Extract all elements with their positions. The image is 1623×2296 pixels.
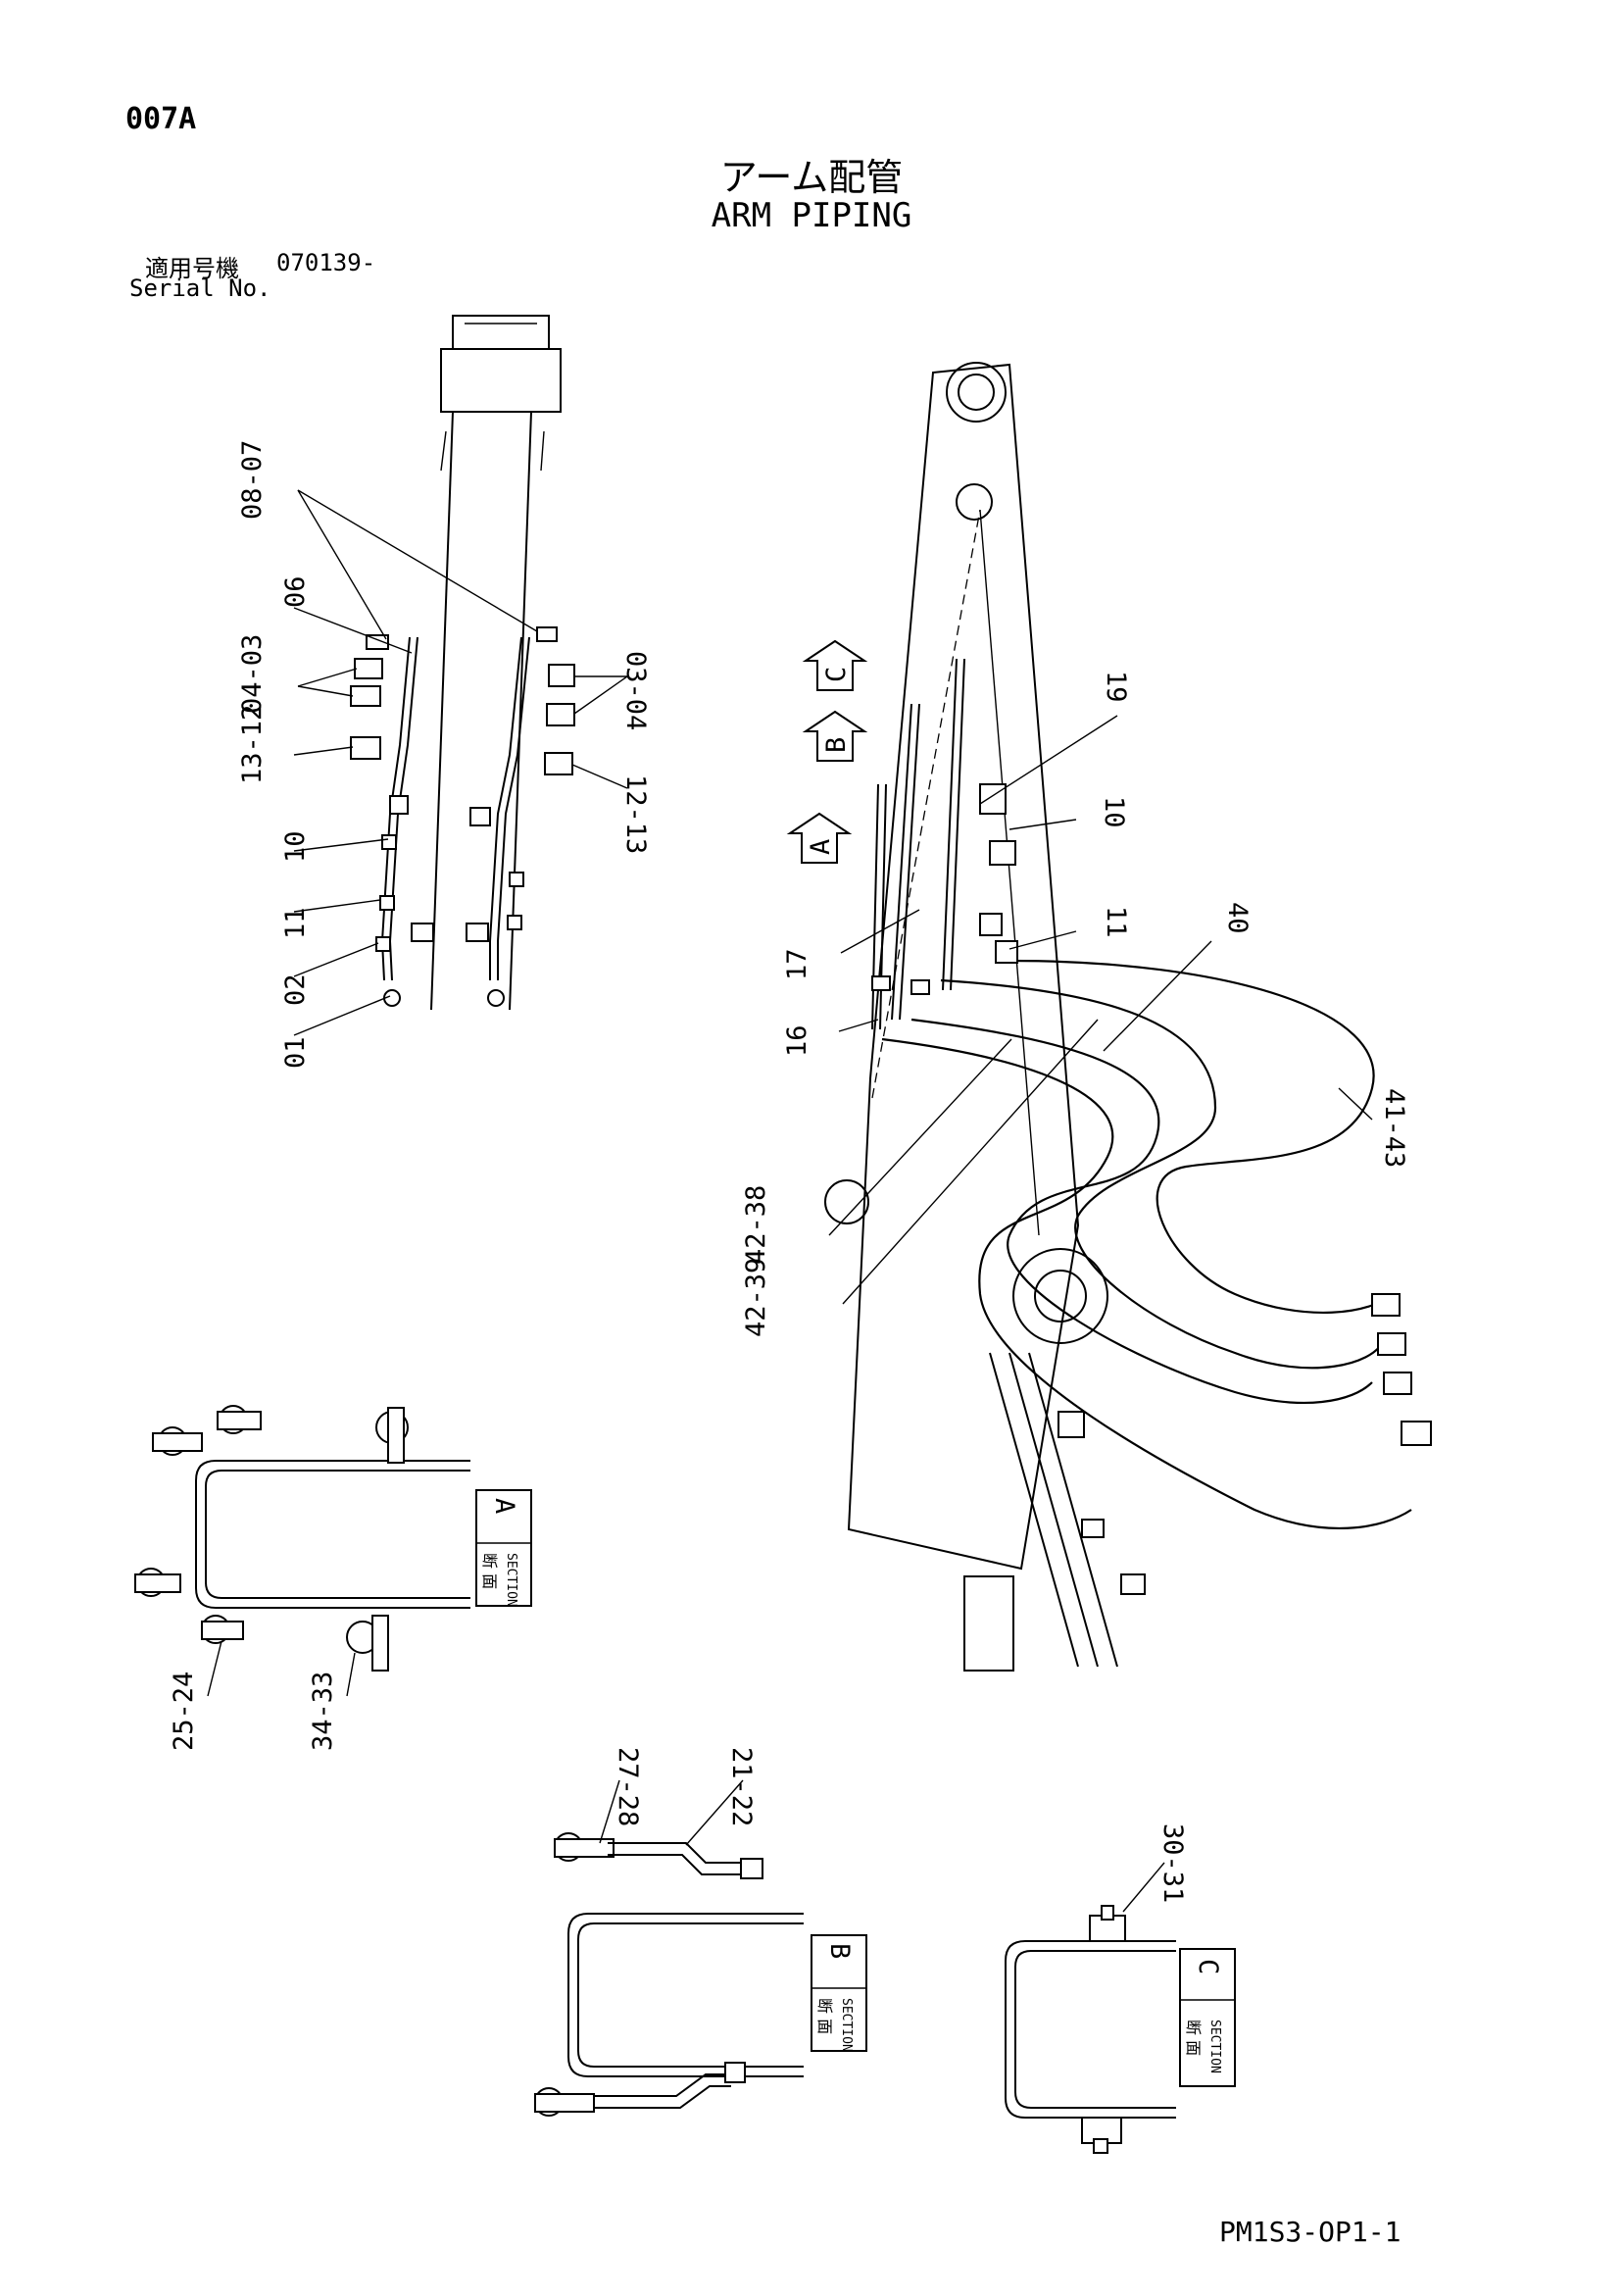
section-c-word-en: SECTION	[1207, 2020, 1222, 2073]
callout-03-04: 03-04	[620, 651, 651, 730]
page-code: 007A	[125, 102, 197, 136]
serial-value: 070139-	[276, 249, 376, 276]
section-b-letter: B	[824, 1943, 855, 1959]
callouts-section-a: 25-24 34-33	[169, 1672, 338, 1751]
callout-04-03: 04-03	[237, 634, 268, 714]
section-c-letter: C	[1193, 1959, 1223, 1974]
view-arrow-c: C	[802, 639, 868, 691]
callout-40: 40	[1222, 902, 1253, 934]
callouts-upper-left: 08-07 06 04-03 13-12 10 11 02 01 03-04 1…	[237, 440, 651, 1069]
callout-10: 10	[280, 830, 311, 863]
title-japanese: アーム配管	[719, 156, 904, 199]
section-a-word-jp: 断 面	[480, 1553, 499, 1589]
callout-02: 02	[280, 973, 311, 1006]
section-b-view: B 断 面 SECTION	[534, 1779, 867, 2117]
section-c-view: C 断 面 SECTION	[1005, 1862, 1236, 2154]
callouts-upper-right: 19 10 11 40 41-43 17 16 42-38 42-39	[741, 671, 1409, 1337]
callout-34-33: 34-33	[308, 1672, 338, 1751]
callout-12-13: 12-13	[620, 774, 651, 854]
callout-21-22: 21-22	[726, 1747, 757, 1826]
callout-11-right: 11	[1101, 906, 1131, 938]
callout-27-28: 27-28	[613, 1747, 643, 1826]
callout-13-12: 13-12	[237, 705, 268, 784]
callouts-section-b: 27-28 21-22	[613, 1747, 757, 1826]
callout-19: 19	[1101, 671, 1131, 703]
callout-41-43: 41-43	[1379, 1088, 1409, 1168]
callout-11: 11	[280, 907, 311, 939]
view-arrows: A B C	[786, 639, 868, 864]
serial-label-japanese: 適用号機	[145, 255, 239, 282]
arm-side-view	[824, 362, 1432, 1672]
callout-10-right: 10	[1099, 796, 1129, 828]
arm-top-view	[293, 315, 628, 1036]
section-c-word-jp: 断 面	[1184, 2020, 1203, 2056]
title-english: ARM PIPING	[711, 196, 912, 235]
svg-text:A: A	[806, 839, 836, 855]
view-arrow-b: B	[802, 710, 868, 762]
svg-text:C: C	[821, 667, 852, 682]
section-b-word-jp: 断 面	[815, 1998, 834, 2034]
section-a-letter: A	[489, 1498, 519, 1514]
callout-01: 01	[280, 1036, 311, 1069]
section-a-word-en: SECTION	[504, 1553, 518, 1607]
svg-text:B: B	[821, 737, 852, 753]
section-b-word-en: SECTION	[839, 1998, 854, 2052]
callout-16: 16	[782, 1024, 812, 1057]
drawing-code: PM1S3-OP1-1	[1219, 2216, 1402, 2248]
serial-label-english: Serial No.	[129, 275, 271, 302]
callout-17: 17	[782, 948, 812, 980]
callout-42-38: 42-38	[741, 1185, 771, 1265]
callouts-section-c: 30-31	[1157, 1823, 1188, 1903]
callout-25-24: 25-24	[169, 1672, 199, 1751]
view-arrow-a: A	[786, 812, 853, 864]
callout-42-39: 42-39	[741, 1258, 771, 1337]
callout-30-31: 30-31	[1157, 1823, 1188, 1903]
section-a-view: A 断 面 SECTION	[134, 1405, 532, 1697]
callout-06: 06	[280, 575, 311, 608]
callout-08-07: 08-07	[237, 440, 268, 520]
